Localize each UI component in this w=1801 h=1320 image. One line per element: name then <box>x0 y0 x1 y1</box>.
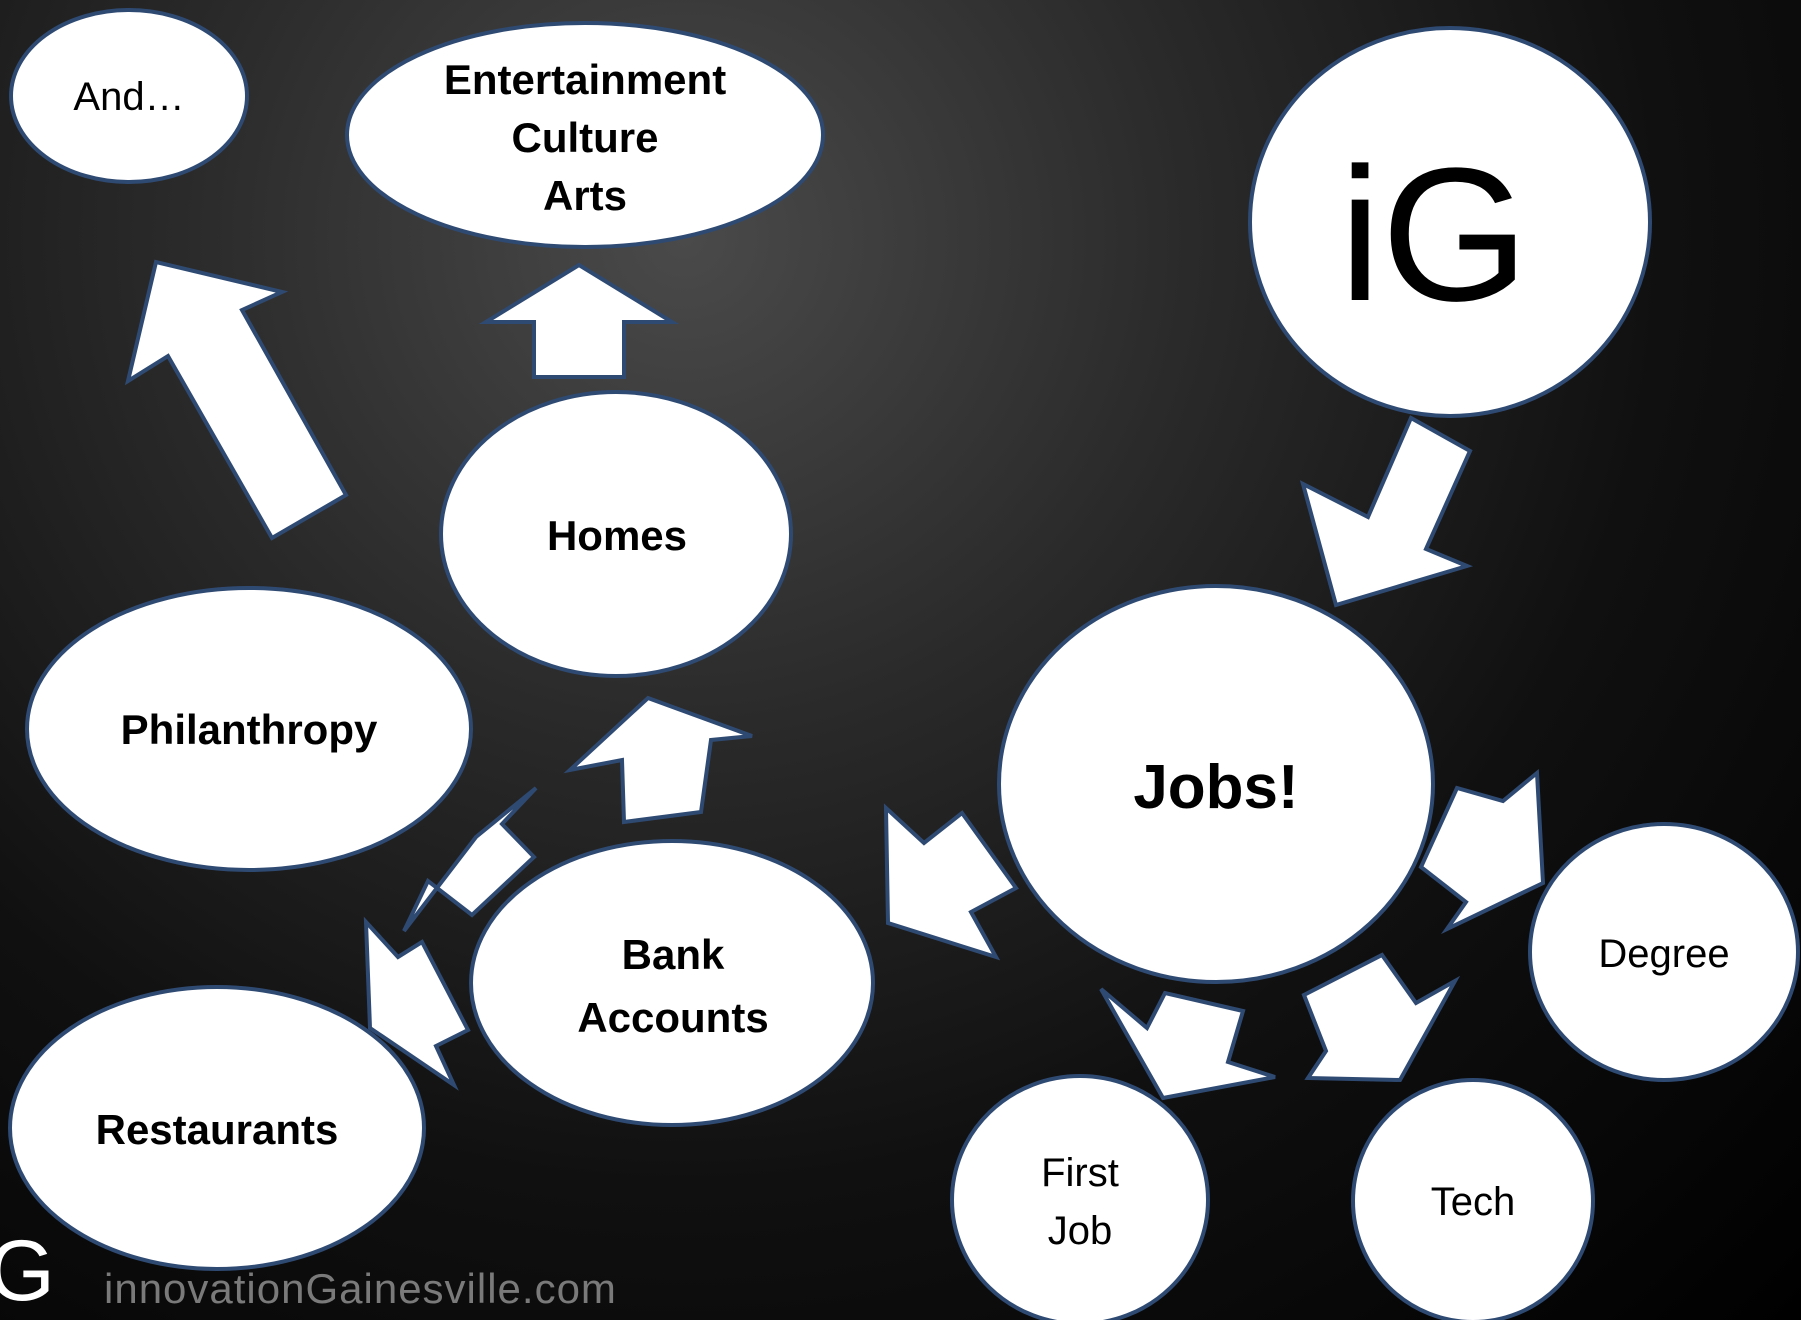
node-ig <box>1248 26 1652 418</box>
arrow-bank-to-philanthropy <box>402 786 538 933</box>
node-first-job <box>950 1074 1210 1320</box>
label-entertainment: Entertainment <box>444 56 726 103</box>
label-arts: Arts <box>543 172 627 219</box>
label-degree: Degree <box>1598 932 1729 976</box>
arrow-philanthropy-to-and <box>124 259 349 541</box>
arrow-jobs-to-degree <box>1418 768 1546 935</box>
label-restaurants: Restaurants <box>96 1106 339 1153</box>
arrow-bank-to-restaurants <box>363 916 471 1091</box>
node-restaurants <box>8 985 426 1271</box>
label-accounts: Accounts <box>577 994 768 1041</box>
arrow-jobs-to-bank <box>883 803 1019 961</box>
label-job: Job <box>1048 1209 1113 1253</box>
arrow-ig-to-jobs <box>1299 415 1473 608</box>
arrow-bank-to-homes <box>563 695 753 825</box>
label-philanthropy: Philanthropy <box>121 706 378 753</box>
label-first: First <box>1041 1151 1119 1195</box>
label-culture: Culture <box>512 114 659 161</box>
arrow-homes-to-entertainment <box>478 262 680 379</box>
node-homes <box>439 390 793 678</box>
node-tech <box>1351 1078 1595 1320</box>
label-ig: iG <box>1339 129 1529 341</box>
arrow-jobs-to-firstjob <box>1099 987 1276 1101</box>
node-philanthropy <box>25 586 473 872</box>
logo-g-icon: G <box>0 1223 55 1319</box>
label-homes: Homes <box>547 512 687 559</box>
label-bank: Bank <box>622 931 725 978</box>
node-jobs <box>997 584 1435 984</box>
label-tech: Tech <box>1431 1180 1516 1224</box>
node-and <box>9 8 249 184</box>
footer-url[interactable]: innovationGainesville.com <box>104 1265 617 1312</box>
arrow-jobs-to-tech <box>1301 952 1461 1083</box>
node-entertainment <box>345 21 825 249</box>
node-degree <box>1528 822 1800 1082</box>
label-jobs: Jobs! <box>1133 753 1298 822</box>
label-and: And… <box>73 75 184 119</box>
node-bank-accounts <box>469 839 875 1127</box>
